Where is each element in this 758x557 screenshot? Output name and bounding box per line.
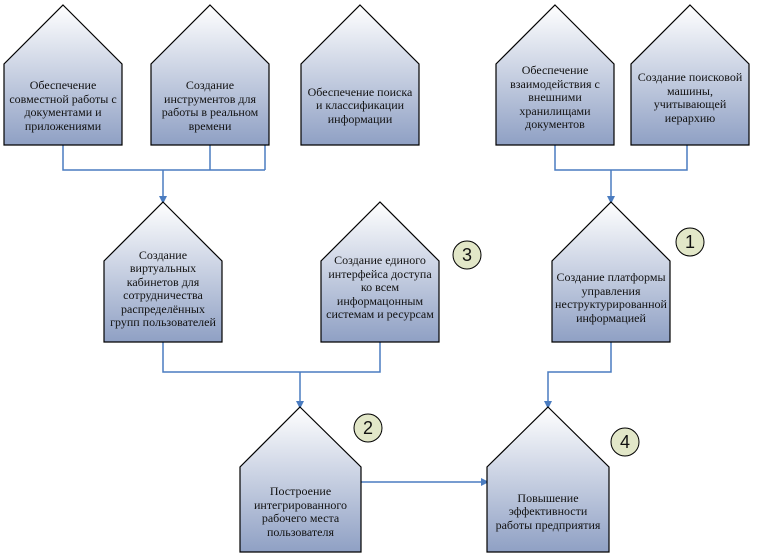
shape-efficiency <box>486 406 610 553</box>
node-integrated-workplace-label: Построение интегрированного рабочего мес… <box>253 484 348 539</box>
connector-row1-left-to-virtual <box>62 145 265 171</box>
shape-search-engine <box>630 4 750 146</box>
badge-1-number: 1 <box>684 231 695 252</box>
arrow-to-efficiency-from-platform <box>544 342 612 409</box>
badge-4-circle <box>610 427 640 457</box>
node-search-engine-label: Создание поисковой машины, учитывающей и… <box>637 70 743 125</box>
node-docs-collab-label: Обеспечение совместной работы с документ… <box>9 78 117 133</box>
node-efficiency-label: Повышение эффективности работы предприят… <box>495 490 601 532</box>
badge-4-number: 4 <box>619 431 630 452</box>
shape-unstructured-platform <box>551 201 671 343</box>
badge-3-circle <box>452 240 482 270</box>
connector-row2-left-to-workplace <box>162 342 381 373</box>
shape-unified-interface <box>320 201 440 343</box>
node-unified-interface-label: Создание единого интерфейса доступа ко в… <box>326 253 434 322</box>
shape-realtime-tools <box>150 4 270 146</box>
node-search-classify-label: Обеспечение поиска и классификации инфор… <box>307 84 413 126</box>
node-unstructured-platform-label: Создание платформы управления неструктур… <box>555 270 667 325</box>
badge-2-number: 2 <box>362 417 373 438</box>
shape-integrated-workplace <box>239 406 362 553</box>
shape-virtual-cabinets <box>103 201 223 343</box>
node-external-storage-label: Обеспечение взаимодействия с внешними хр… <box>510 63 600 132</box>
node-realtime-tools-label: Создание инструментов для работы в реаль… <box>161 78 259 133</box>
badge-3-number: 3 <box>461 244 472 265</box>
shape-docs-collab <box>3 4 123 146</box>
node-virtual-cabinets-label: Создание виртуальных кабинетов для сотру… <box>110 247 216 329</box>
badge-2-circle <box>353 413 383 443</box>
connector-row1-right-to-platform <box>554 145 688 171</box>
shape-external-storage <box>495 4 615 146</box>
badge-1-circle <box>675 227 705 257</box>
shape-search-classify <box>300 4 420 146</box>
